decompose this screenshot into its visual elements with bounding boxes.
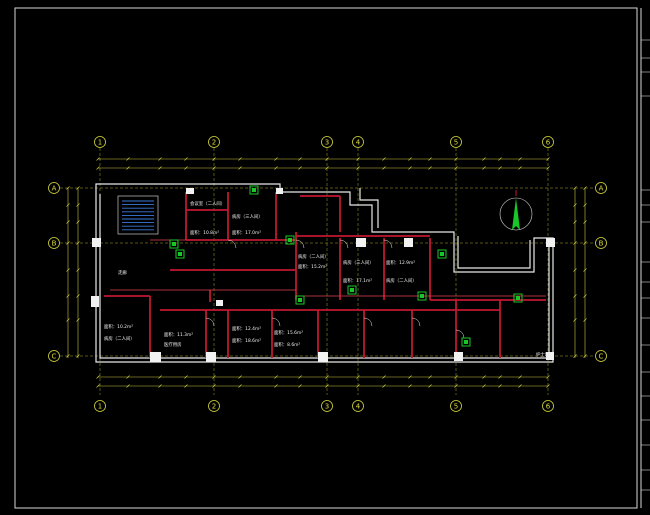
axis-bubble-bottom-label: 4	[356, 402, 361, 410]
axis-bubble-bottom-label: 1	[98, 402, 102, 410]
axis-bubble-bottom-label: 6	[546, 402, 551, 410]
axis-bubble-bottom	[94, 400, 106, 412]
axis-bubble-top-label: 1	[98, 138, 102, 146]
axis-bubble-bottom-label: 2	[212, 402, 216, 410]
room-label: 病房（二人间）	[298, 253, 329, 260]
axis-bubble-bottom	[352, 400, 364, 412]
axis-bubble-top-label: 3	[325, 138, 329, 146]
room-label: 病房（二人间）	[104, 335, 135, 342]
axis-bubble-bottom	[450, 400, 462, 412]
dimension-lines	[67, 158, 586, 387]
sheet-frame	[14, 7, 638, 509]
axis-bubble-top	[352, 136, 364, 148]
room-label: 面积：12.9m²	[386, 259, 415, 266]
stair-icon	[117, 195, 159, 235]
interior-walls	[104, 192, 546, 358]
axis-bubble-left	[48, 237, 60, 249]
axis-bubble-left	[48, 182, 60, 194]
room-label: 会议室（二人间）	[190, 200, 225, 207]
room-label: 病房（二人间）	[386, 277, 417, 284]
room-label: 面积：11.3m²	[164, 331, 193, 338]
room-label: 面积：8.6m²	[274, 341, 300, 348]
room-label: 医疗用房	[164, 341, 182, 348]
axis-bubble-right	[595, 182, 607, 194]
room-label: 走廊	[118, 269, 127, 276]
axis-bubble-bottom	[208, 400, 220, 412]
room-labels: 会议室（二人间）面积：10.8m²病房（三人间）面积：17.0m²走廊病房（二人…	[104, 200, 550, 358]
axis-bubble-top-label: 4	[356, 138, 361, 146]
room-label: 面积：17.1m²	[343, 277, 372, 284]
room-label: 病房（三人间）	[343, 259, 374, 266]
axis-bubble-top	[542, 136, 554, 148]
room-label: 面积：15.2m²	[298, 263, 327, 270]
room-label: 面积：18.6m²	[232, 337, 261, 344]
axis-bubble-bottom-label: 5	[454, 402, 458, 410]
room-label: 面积：12.4m²	[232, 325, 261, 332]
room-label: 面积：17.0m²	[232, 229, 261, 236]
room-label: 面积：15.6m²	[274, 329, 303, 336]
axis-bubble-right	[595, 350, 607, 362]
room-label: 面积：10.8m²	[190, 229, 219, 236]
axis-bubble-left-label: A	[52, 184, 57, 192]
axis-bubble-left	[48, 350, 60, 362]
axis-bubble-left-label: C	[52, 352, 57, 360]
axis-bubble-top-label: 5	[454, 138, 458, 146]
structural-columns	[91, 188, 555, 362]
toilet-fixture-icon	[169, 185, 523, 347]
axis-bubble-left-label: B	[52, 239, 57, 247]
axis-bubble-bottom-label: 3	[325, 402, 329, 410]
axis-bubble-top	[94, 136, 106, 148]
title-block	[640, 8, 650, 508]
axis-bubble-top-label: 2	[212, 138, 216, 146]
axis-bubble-bottom	[542, 400, 554, 412]
door-swings	[205, 239, 465, 339]
axis-bubble-right-label: B	[599, 239, 604, 247]
axis-bubble-right-label: C	[599, 352, 604, 360]
axis-bubble-top	[208, 136, 220, 148]
room-label: 护士站	[536, 351, 550, 358]
axis-bubble-bottom	[321, 400, 333, 412]
axis-bubble-top	[321, 136, 333, 148]
axis-bubble-right	[595, 237, 607, 249]
axis-bubble-right-label: A	[599, 184, 604, 192]
north-arrow-icon	[499, 190, 533, 231]
room-label: 面积：10.2m²	[104, 323, 133, 330]
axis-bubble-top	[450, 136, 462, 148]
axis-bubble-top-label: 6	[546, 138, 551, 146]
room-label: 病房（三人间）	[232, 213, 263, 220]
dimension-ticks	[66, 157, 587, 388]
